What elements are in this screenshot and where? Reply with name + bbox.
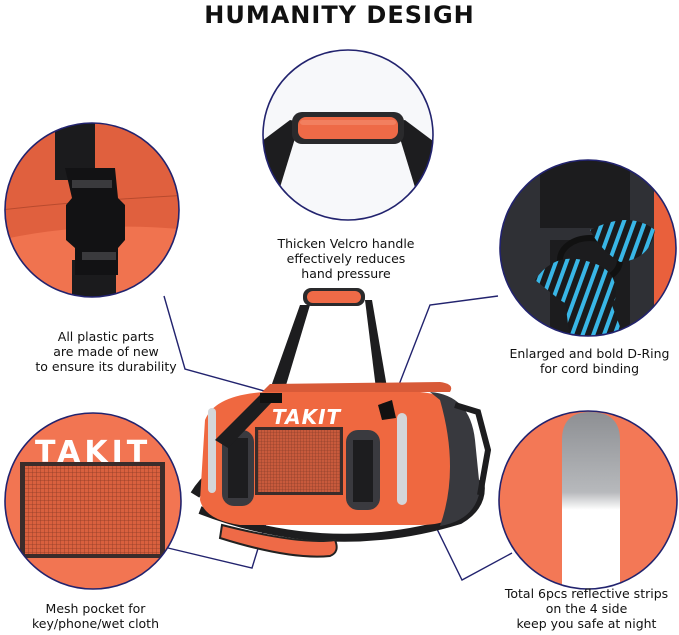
caption-mesh: Mesh pocket for key/phone/wet cloth (31, 601, 160, 631)
mesh-pocket-closeup-circle: TAKIT (4, 412, 182, 590)
dring-closeup-circle (499, 159, 677, 337)
reflective-strip-closeup-circle (498, 410, 678, 590)
page-title: HUMANITY DESIGH (204, 1, 475, 29)
caption-reflective: Total 6pcs reflective strips on the 4 si… (504, 586, 669, 631)
caption-handle: Thicken Velcro handle effectively reduce… (277, 236, 415, 281)
handle-closeup-circle (262, 49, 434, 221)
bag-logo: TAKIT (272, 405, 342, 429)
caption-dring: Enlarged and bold D-Ring for cord bindin… (509, 346, 670, 376)
buckle-closeup-circle (4, 122, 180, 298)
duffel-bag: TAKIT (190, 288, 492, 558)
caption-buckle: All plastic parts are made of new to ens… (35, 329, 177, 374)
